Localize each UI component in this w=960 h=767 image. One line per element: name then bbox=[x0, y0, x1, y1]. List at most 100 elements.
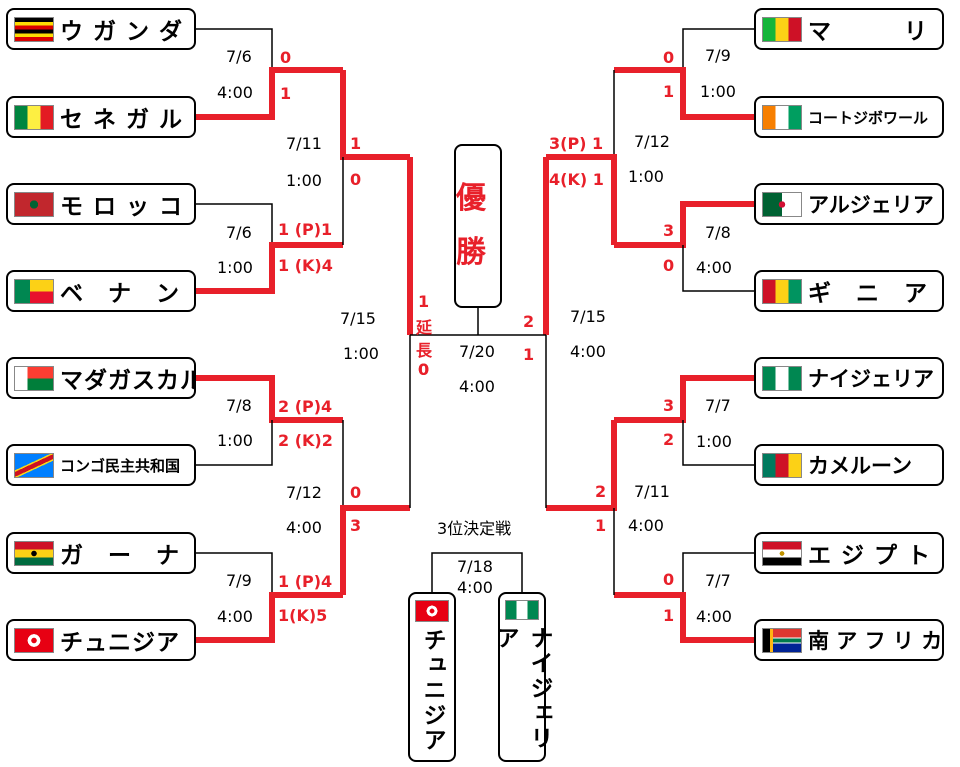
match-time: 1:00 bbox=[343, 344, 379, 363]
team-box-left: チュニジア bbox=[6, 619, 196, 661]
third-place-team-b: ナイジェリア bbox=[492, 592, 552, 762]
dr-congo-flag-icon bbox=[14, 452, 54, 478]
third-place-time: 4:00 bbox=[457, 578, 493, 597]
team-box-left: コンゴ民主共和国 bbox=[6, 444, 196, 486]
score: 4(K) 1 bbox=[549, 170, 604, 189]
score: 2 bbox=[595, 482, 607, 501]
team-name: チュニジア bbox=[419, 628, 445, 753]
score: 1 bbox=[280, 84, 292, 103]
champion-box: 優勝 bbox=[454, 144, 502, 308]
bracket-line bbox=[431, 552, 523, 592]
tunisia-flag-icon bbox=[14, 627, 54, 653]
match-time: 4:00 bbox=[286, 518, 322, 537]
match-date: 7/11 bbox=[634, 482, 670, 501]
winner-path bbox=[196, 242, 343, 294]
match-date: 7/8 bbox=[705, 223, 731, 242]
team-name: セ ネ ガ ル bbox=[60, 107, 184, 133]
third-place-date: 7/18 bbox=[457, 557, 493, 576]
south-africa-flag-icon bbox=[762, 627, 802, 653]
team-name: チュニジア bbox=[60, 630, 180, 656]
madagascar-flag-icon bbox=[14, 365, 54, 391]
score: 0 bbox=[350, 483, 362, 502]
winner-path bbox=[614, 201, 754, 248]
winner-path bbox=[614, 592, 754, 643]
match-date: 7/9 bbox=[226, 571, 252, 590]
score: 2 (K)2 bbox=[278, 431, 333, 450]
team-name: ギ ニ ア bbox=[808, 281, 928, 307]
team-box-right: 南 ア フ リ カ bbox=[754, 619, 944, 661]
morocco-flag-icon bbox=[14, 191, 54, 217]
match-date: 7/7 bbox=[705, 396, 731, 415]
tunisia-flag-icon bbox=[415, 600, 449, 622]
team-box-left: ガ ー ナ bbox=[6, 532, 196, 574]
winner-path bbox=[340, 505, 410, 595]
egypt-flag-icon bbox=[762, 540, 802, 566]
score: 1 (K)4 bbox=[278, 256, 333, 275]
match-date: 7/7 bbox=[705, 571, 731, 590]
match-time: 1:00 bbox=[696, 432, 732, 451]
final-extra-time-bottom: 長 bbox=[416, 341, 433, 360]
winner-path bbox=[614, 375, 754, 423]
team-name: ガ ー ナ bbox=[60, 543, 180, 569]
team-name: ウ ガ ン ダ bbox=[60, 19, 184, 45]
match-time: 1:00 bbox=[628, 167, 664, 186]
guinea-flag-icon bbox=[762, 278, 802, 304]
team-box-right: エ ジ プ ト bbox=[754, 532, 944, 574]
team-box-right: ナイジェリア bbox=[754, 357, 944, 399]
nigeria-flag-icon bbox=[505, 600, 539, 620]
bracket-line bbox=[682, 420, 754, 466]
score: 1 bbox=[418, 292, 430, 311]
team-box-left: ウ ガ ン ダ bbox=[6, 8, 196, 50]
champion-title: 優勝 bbox=[456, 181, 486, 270]
algeria-flag-icon bbox=[762, 191, 802, 217]
match-time: 1:00 bbox=[217, 431, 253, 450]
cameroon-flag-icon bbox=[762, 452, 802, 478]
bracket-line bbox=[196, 203, 273, 245]
nigeria-flag-icon bbox=[762, 365, 802, 391]
winner-path bbox=[546, 154, 617, 245]
score: 0 bbox=[418, 360, 430, 379]
team-box-left: ベ ナ ン bbox=[6, 270, 196, 312]
team-name: エ ジ プ ト bbox=[808, 543, 932, 569]
match-time: 4:00 bbox=[217, 83, 253, 102]
mali-flag-icon bbox=[762, 16, 802, 42]
uganda-flag-icon bbox=[14, 16, 54, 42]
score: 1 (P)1 bbox=[278, 220, 333, 239]
match-date: 7/6 bbox=[226, 223, 252, 242]
final-date: 7/20 bbox=[459, 342, 495, 361]
score: 3(P) 1 bbox=[549, 134, 604, 153]
team-name: カメルーン bbox=[808, 454, 912, 478]
team-name: ナイジェリア bbox=[492, 625, 552, 751]
team-box-right: ギ ニ ア bbox=[754, 270, 944, 312]
team-name: ナイジェリア bbox=[808, 367, 934, 391]
score: 3 bbox=[663, 221, 675, 240]
match-date: 7/15 bbox=[340, 309, 376, 328]
team-box-left: セ ネ ガ ル bbox=[6, 96, 196, 138]
third-place-team-a: チュニジア bbox=[408, 592, 456, 762]
senegal-flag-icon bbox=[14, 104, 54, 130]
score: 1 bbox=[663, 82, 675, 101]
final-extra-time-top: 延 bbox=[416, 318, 433, 337]
match-time: 4:00 bbox=[696, 258, 732, 277]
match-time: 4:00 bbox=[696, 607, 732, 626]
team-name: マ リ bbox=[808, 19, 928, 45]
team-box-left: マダガスカル bbox=[6, 357, 196, 399]
third-place-label: 3位決定戦 bbox=[437, 519, 512, 538]
match-date: 7/8 bbox=[226, 396, 252, 415]
team-name: コンゴ民主共和国 bbox=[60, 456, 181, 475]
bracket-line bbox=[682, 552, 754, 595]
match-time: 4:00 bbox=[570, 342, 606, 361]
score: 1 bbox=[663, 606, 675, 625]
score: 2 bbox=[663, 430, 675, 449]
team-name: ベ ナ ン bbox=[60, 281, 180, 307]
team-box-right: マ リ bbox=[754, 8, 944, 50]
match-date: 7/15 bbox=[570, 307, 606, 326]
score: 2 (P)4 bbox=[278, 397, 333, 416]
match-time: 1:00 bbox=[286, 171, 322, 190]
match-date: 7/11 bbox=[286, 134, 322, 153]
winner-path bbox=[196, 67, 343, 120]
bracket-line bbox=[196, 420, 273, 466]
score: 0 bbox=[663, 48, 675, 67]
team-name: コートジボワール bbox=[808, 108, 929, 127]
bracket-line bbox=[196, 552, 273, 595]
